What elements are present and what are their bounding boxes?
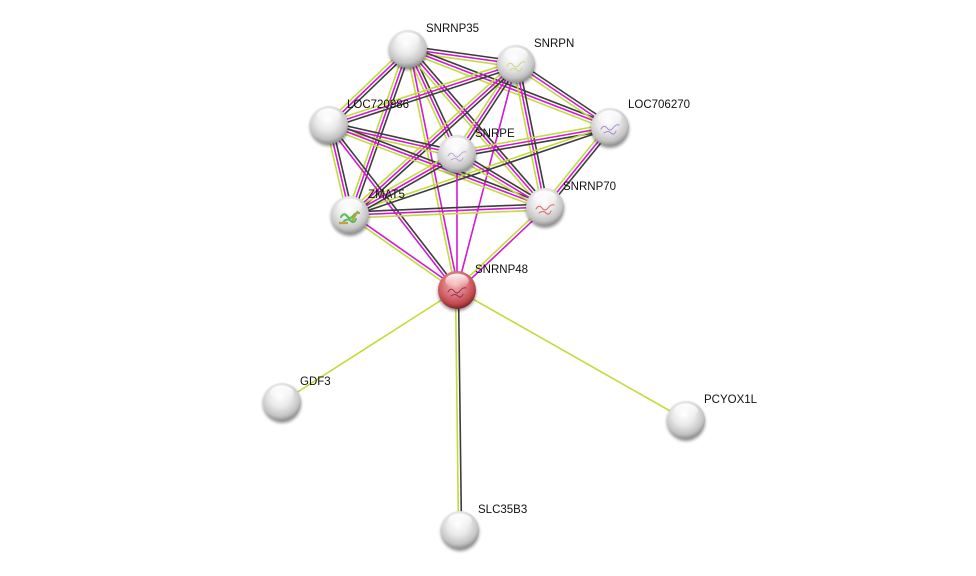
edge-line-coexpression [518, 63, 549, 207]
node-gloss-highlight [448, 513, 472, 529]
edge-line-coexpression [329, 121, 458, 152]
edge-line-coexpression [351, 155, 459, 219]
protein-structure-icon [600, 124, 620, 135]
node-label: LOC720986 [347, 99, 409, 111]
edge-line-textmining [513, 65, 609, 131]
node-gloss-highlight [674, 403, 698, 419]
node-label: LOC706270 [628, 99, 690, 111]
node-gloss-highlight [338, 198, 362, 214]
node-label: SNRPE [475, 128, 515, 140]
edge-line-experiments [350, 213, 459, 290]
node-label: ZMAT5 [368, 189, 405, 201]
edge-zmat5-snrnp70[interactable] [349, 203, 546, 219]
edge-line-textmining [405, 49, 457, 291]
edge-snrnp48-pcyox1l[interactable] [456, 289, 687, 421]
edge-line-textmining [350, 209, 546, 219]
edge-line-textmining [456, 289, 687, 421]
node-gloss-highlight [445, 137, 469, 153]
edge-line-coexpression [457, 289, 463, 530]
edge-line-textmining [455, 205, 545, 290]
edge-line-coexpression [329, 123, 459, 290]
node-label: PCYOX1L [704, 394, 758, 406]
node-label: SNRNP48 [475, 264, 528, 276]
edge-line-experiments [349, 48, 409, 216]
edge-snrpn-snrnp70[interactable] [512, 63, 549, 208]
protein-structure-icon [447, 287, 467, 298]
edge-snrpn-snrnp48[interactable] [456, 63, 517, 291]
protein-structure-icon [506, 61, 526, 72]
node-gloss-highlight [396, 32, 420, 48]
node-gloss-highlight [270, 385, 294, 401]
edge-line-coexpression [517, 60, 613, 126]
edge-line-textmining [348, 215, 457, 292]
node-label: SNRPN [534, 38, 574, 50]
edge-line-experiments [407, 48, 546, 208]
edge-snrnp70-snrnp48[interactable] [455, 205, 547, 292]
edge-line-experiments [327, 125, 457, 292]
edge-line-experiments [515, 63, 546, 208]
edge-zmat5-snrnp48[interactable] [348, 213, 459, 292]
edge-snrnp35-zmat5[interactable] [346, 47, 412, 217]
edge-line-coexpression [329, 121, 547, 205]
node-zmat5[interactable]: ZMAT5 [331, 189, 405, 234]
node-loc720986[interactable]: LOC720986 [310, 99, 409, 144]
protein-structure-icon [447, 151, 467, 162]
node-gloss-highlight [598, 110, 622, 126]
edge-line-experiments [408, 48, 460, 290]
edge-snrnp35-snrnp48[interactable] [405, 48, 460, 291]
edge-line-experiments [456, 126, 611, 155]
node-label: SNRNP70 [563, 181, 616, 193]
node-slc35b3[interactable]: SLC35B3 [441, 504, 527, 549]
node-snrnp70[interactable]: SNRNP70 [526, 181, 616, 226]
edge-line-experiments [349, 206, 546, 216]
edge-line-textmining [281, 289, 458, 403]
node-snrpn[interactable]: SNRPN [497, 38, 574, 83]
node-label: SLC35B3 [478, 504, 527, 516]
edge-line-textmining [327, 60, 516, 123]
edge-line-experiments [328, 63, 517, 126]
edge-snrnp48-slc35b3[interactable] [454, 289, 463, 531]
node-gloss-highlight [504, 47, 528, 63]
edge-line-textmining [348, 150, 456, 214]
edge-line-coexpression [329, 66, 518, 129]
edge-line-experiments [349, 153, 458, 216]
edge-line-textmining [406, 51, 610, 131]
node-snrnp48[interactable]: SNRNP48 [438, 264, 528, 309]
node-label: SNRNP35 [426, 23, 479, 35]
edge-line-experiments [456, 63, 517, 291]
node-pcyox1l[interactable]: PCYOX1L [667, 394, 758, 439]
edge-line-experiments [407, 48, 458, 155]
edge-line-textmining [456, 123, 610, 152]
protein-helix-icon [339, 210, 359, 225]
edge-loc720986-snrnp48[interactable] [327, 123, 459, 292]
edge-line-textmining [405, 50, 544, 210]
node-loc706270[interactable]: LOC706270 [591, 99, 690, 146]
edge-snrnp48-gdf3[interactable] [281, 289, 458, 403]
node-label: GDF3 [300, 376, 331, 388]
edge-snrpe-zmat5[interactable] [348, 150, 459, 219]
edge-line-textmining [346, 47, 406, 215]
edge-line-coexpression [349, 203, 545, 213]
node-gdf3[interactable]: GDF3 [263, 376, 331, 421]
protein-structure-icon [535, 204, 555, 215]
edge-line-coexpression [352, 49, 412, 217]
edge-line-experiments [457, 207, 547, 292]
edge-snrpn-loc720986[interactable] [327, 60, 518, 129]
edge-line-textmining [349, 124, 610, 215]
node-gloss-highlight [317, 108, 341, 124]
node-gloss-highlight [445, 273, 469, 289]
node-gloss-highlight [533, 190, 557, 206]
edge-line-textmining [512, 64, 543, 208]
node-snrnp35[interactable]: SNRNP35 [389, 23, 479, 68]
node-snrpe[interactable]: SNRPE [438, 128, 515, 173]
edge-line-textmining [454, 290, 460, 531]
